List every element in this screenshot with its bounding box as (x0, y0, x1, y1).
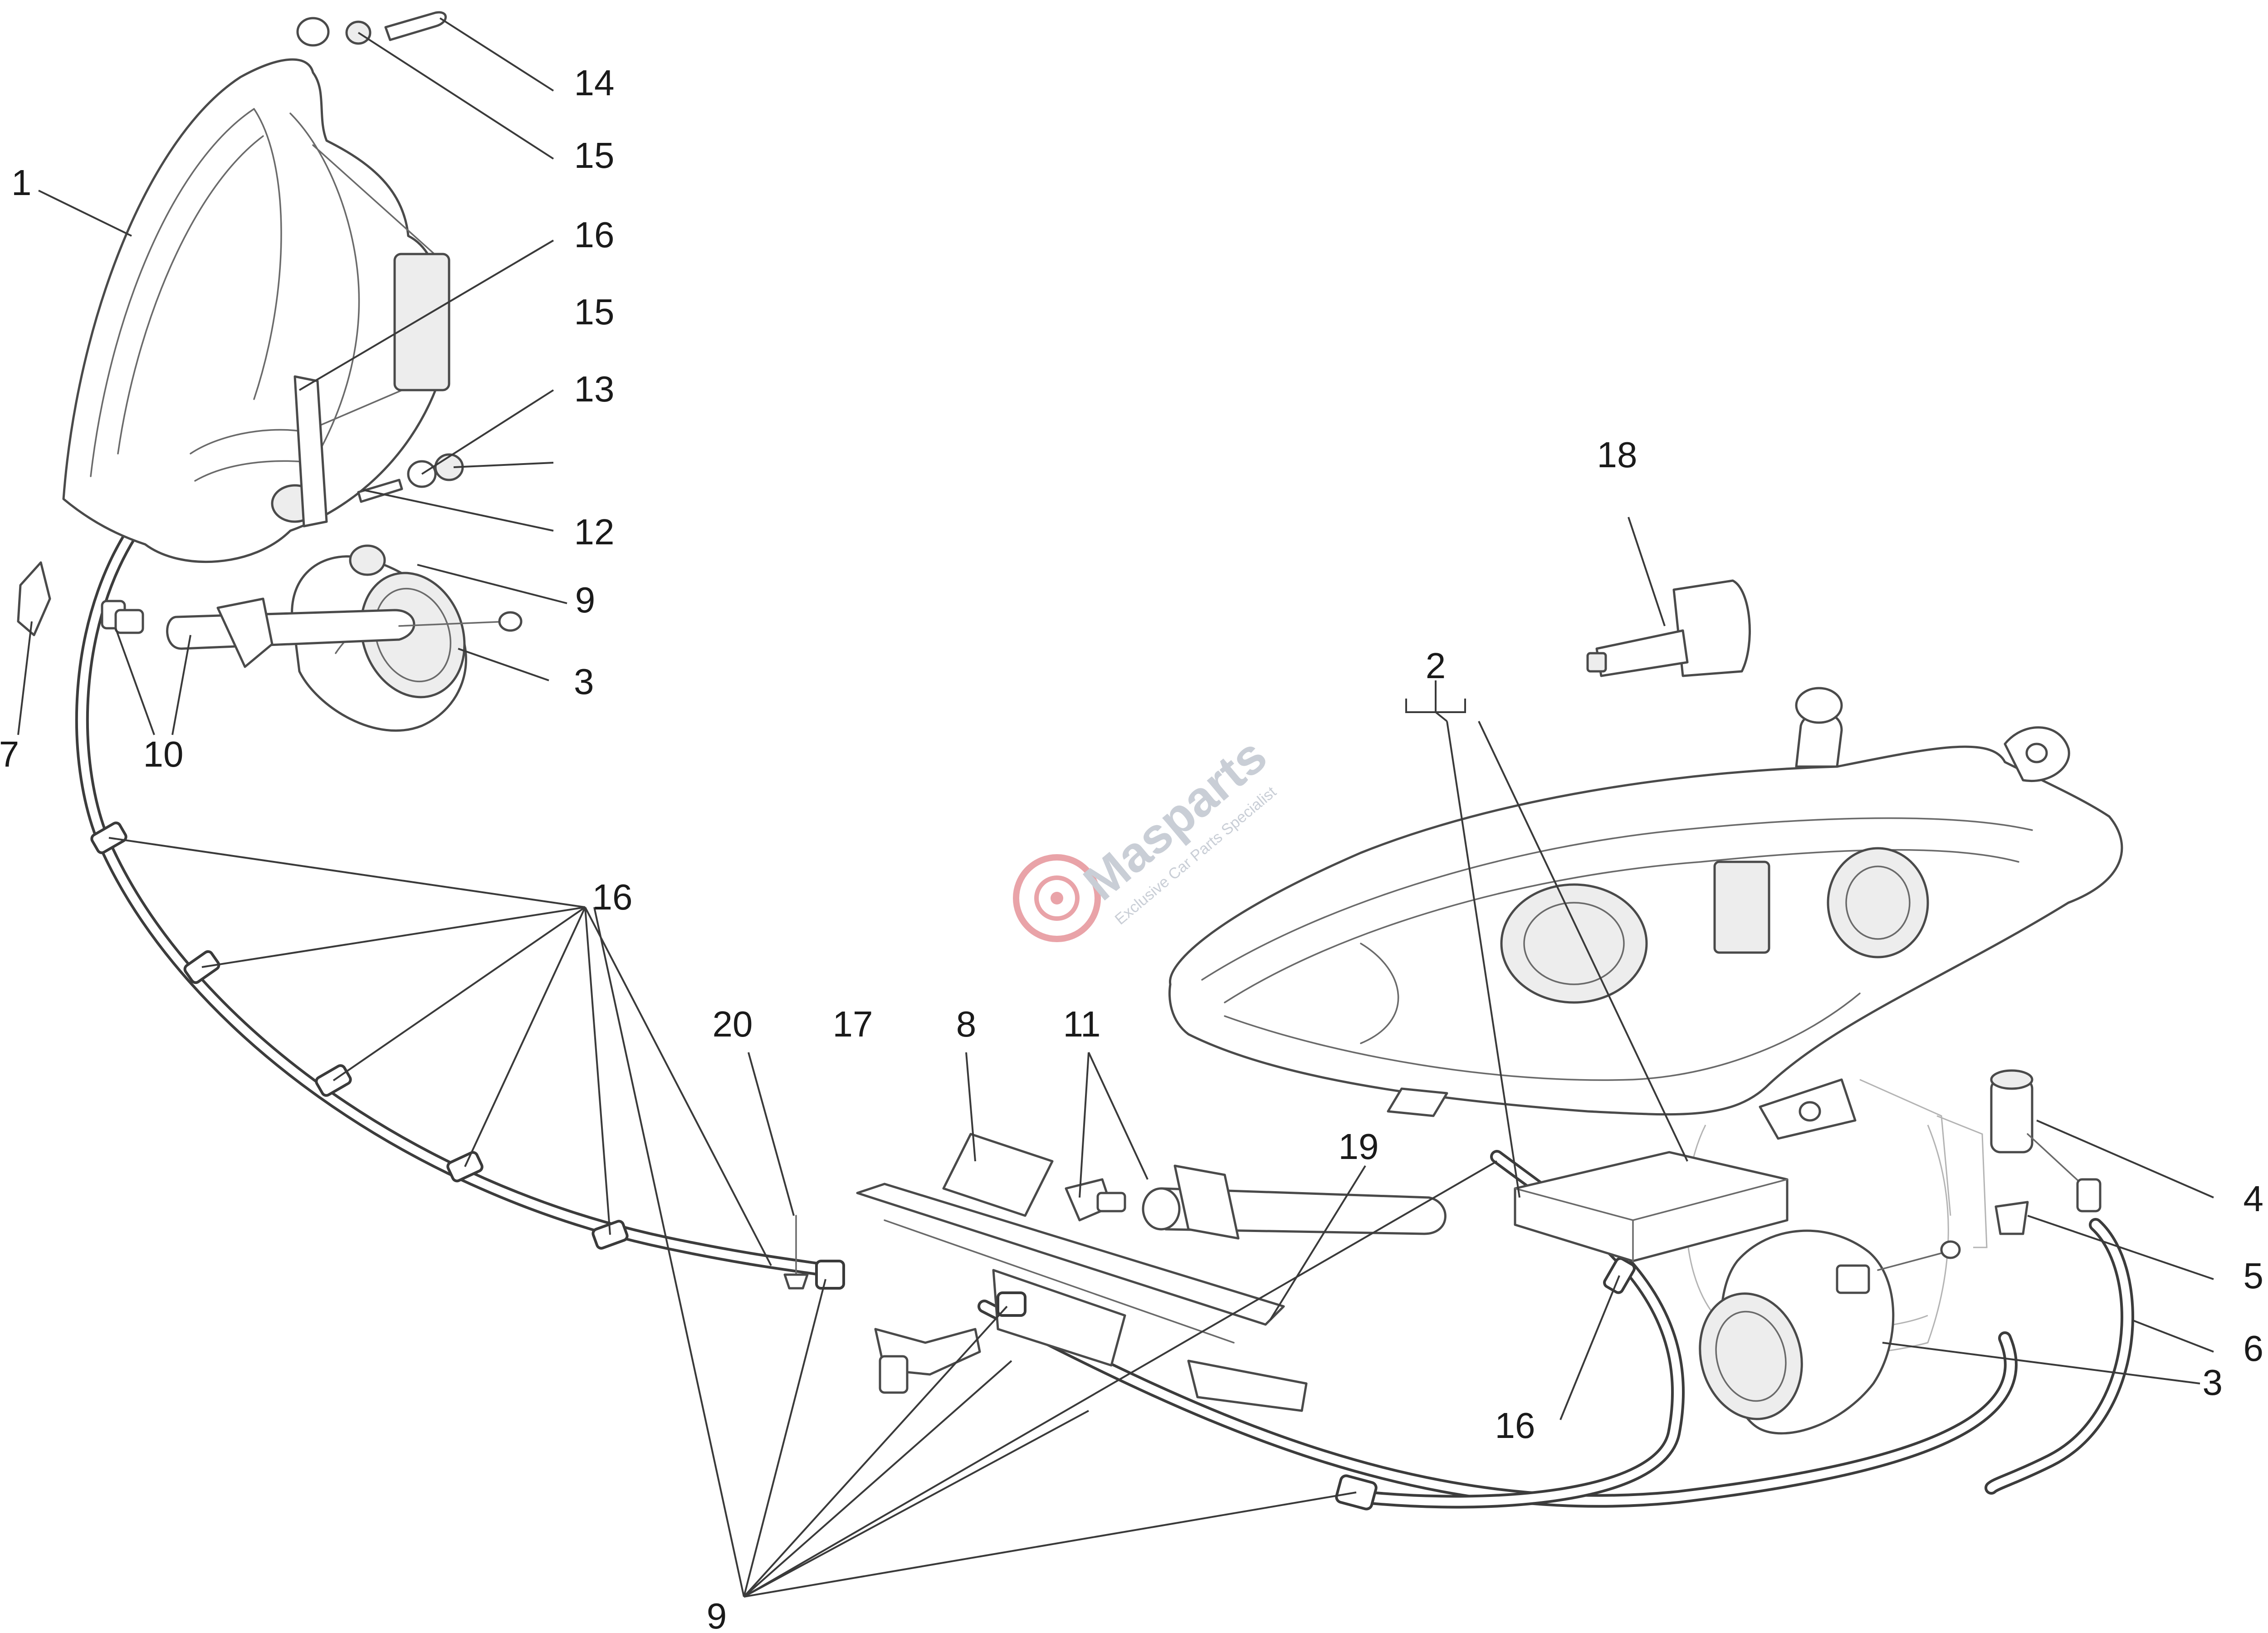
callout-15-mid: 15 (574, 292, 615, 332)
callout-16-top: 16 (574, 215, 615, 255)
washer-hose-pump (1984, 1218, 2134, 1495)
callout-2: 2 (1426, 645, 1446, 686)
callout-20: 20 (713, 1004, 753, 1044)
callout-18: 18 (1597, 435, 1637, 475)
hose-connector (783, 1215, 1026, 1394)
callout-5: 5 (2244, 1256, 2264, 1296)
callout-labels: 1 2 3 3 4 5 6 7 8 9 9 10 11 12 13 14 15 … (0, 63, 2263, 1633)
callout-6: 6 (2244, 1328, 2264, 1369)
right-headlamp (1168, 687, 2123, 1140)
left-fog-lamp (291, 555, 467, 732)
callout-15-top: 15 (574, 135, 615, 176)
callout-13: 13 (574, 369, 615, 409)
right-fog-lamp (1699, 1229, 1961, 1435)
callout-10: 10 (143, 734, 184, 774)
callout-7: 7 (0, 734, 19, 774)
washer-hose-left (75, 501, 832, 1277)
callout-9-top: 9 (575, 580, 596, 620)
washer-pump (1936, 1069, 2102, 1248)
callout-8: 8 (956, 1004, 977, 1044)
mounting-bracket (856, 1183, 1308, 1412)
right-washer-actuator (1065, 1164, 1447, 1240)
callout-11: 11 (1063, 1004, 1100, 1044)
leader-lines (17, 17, 2214, 1598)
callout-16-mid: 16 (592, 877, 633, 917)
masparts-logo-icon (1013, 854, 1101, 942)
callout-17: 17 (833, 1004, 873, 1044)
left-washer-actuator (101, 597, 523, 668)
xenon-bulb (1586, 579, 1751, 677)
right-cover-cap (942, 1133, 1054, 1217)
washer-hose-bottom (978, 1300, 2018, 1508)
left-cover-cap (17, 561, 51, 636)
callout-4: 4 (2244, 1178, 2264, 1219)
callout-16-right: 16 (1495, 1405, 1535, 1446)
masparts-watermark: Masparts Exclusive Car Parts Specialist (1013, 728, 1280, 942)
callout-19: 19 (1339, 1126, 1379, 1167)
right-control-unit (1514, 1151, 1789, 1262)
callout-14: 14 (574, 63, 615, 103)
callout-3-right: 3 (2203, 1362, 2223, 1403)
left-headlamp (62, 17, 450, 563)
callout-1: 1 (11, 162, 32, 203)
callout-9-bottom: 9 (707, 1596, 727, 1633)
callout-3-left: 3 (574, 661, 594, 702)
callout-12: 12 (574, 512, 615, 552)
